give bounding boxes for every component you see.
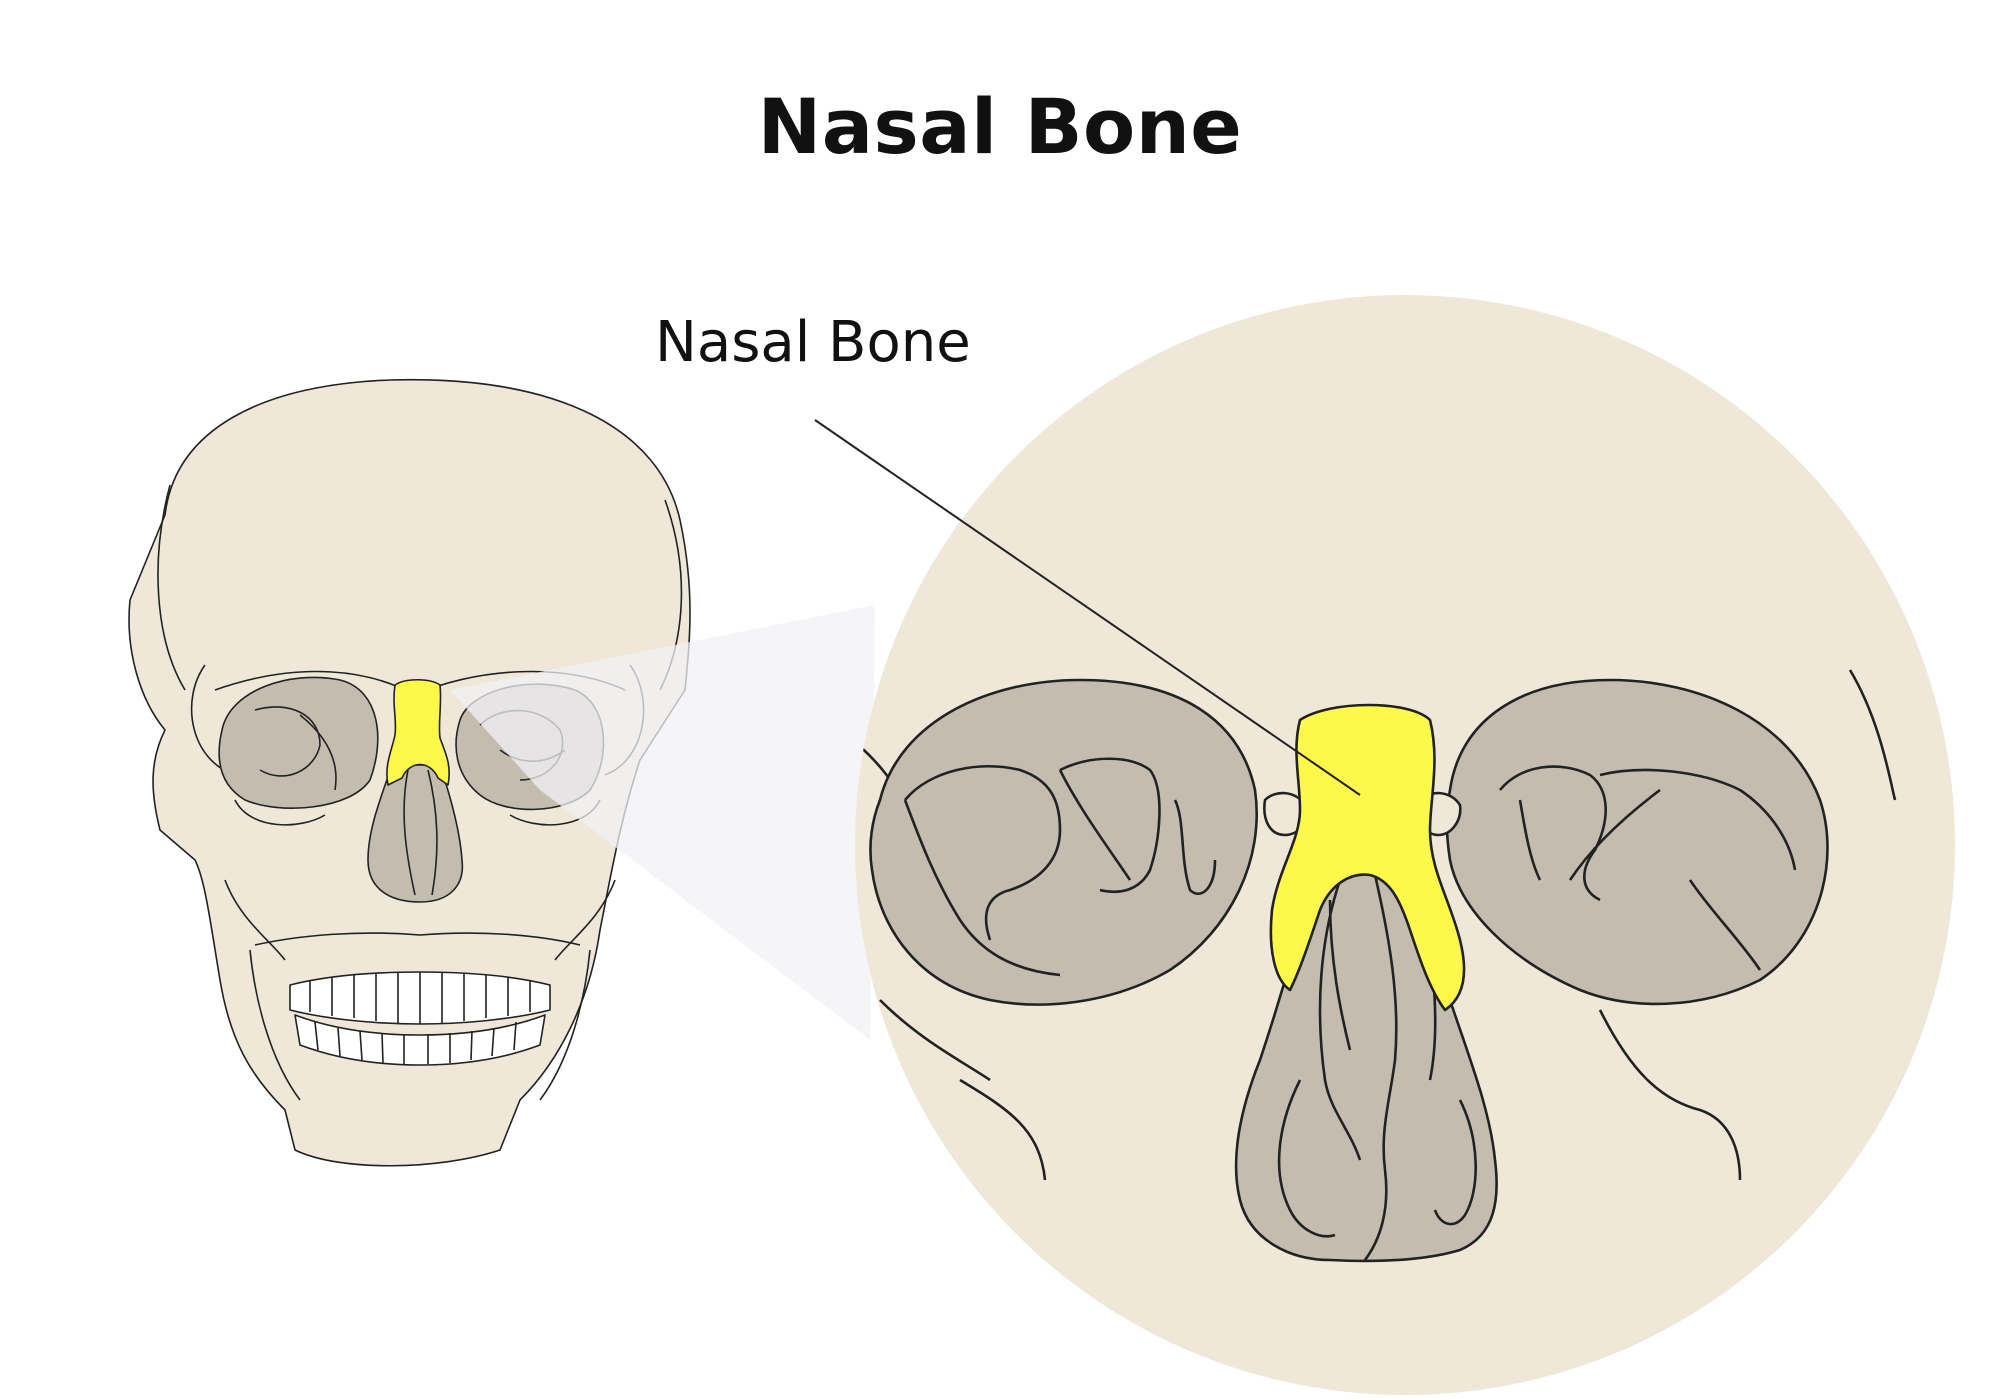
- magnified-nasal-bone-highlight: [1269, 703, 1466, 1012]
- skull-nasal-cavity: [367, 764, 464, 903]
- callout-label-nasal-bone: Nasal Bone: [655, 310, 971, 375]
- magnified-left-orbit: [869, 678, 1258, 1006]
- skull-nasal-bone-highlight: [386, 678, 450, 786]
- callout-leader-line: [814, 419, 1361, 796]
- magnified-right-orbit: [1445, 678, 1829, 1006]
- magnifier-beam: [450, 605, 875, 1040]
- magnified-circle-icon: [855, 295, 1955, 1395]
- skull-left-orbit: [218, 676, 379, 809]
- diagram-title: Nasal Bone: [757, 82, 1243, 171]
- skull-lower-teeth: [294, 1014, 546, 1066]
